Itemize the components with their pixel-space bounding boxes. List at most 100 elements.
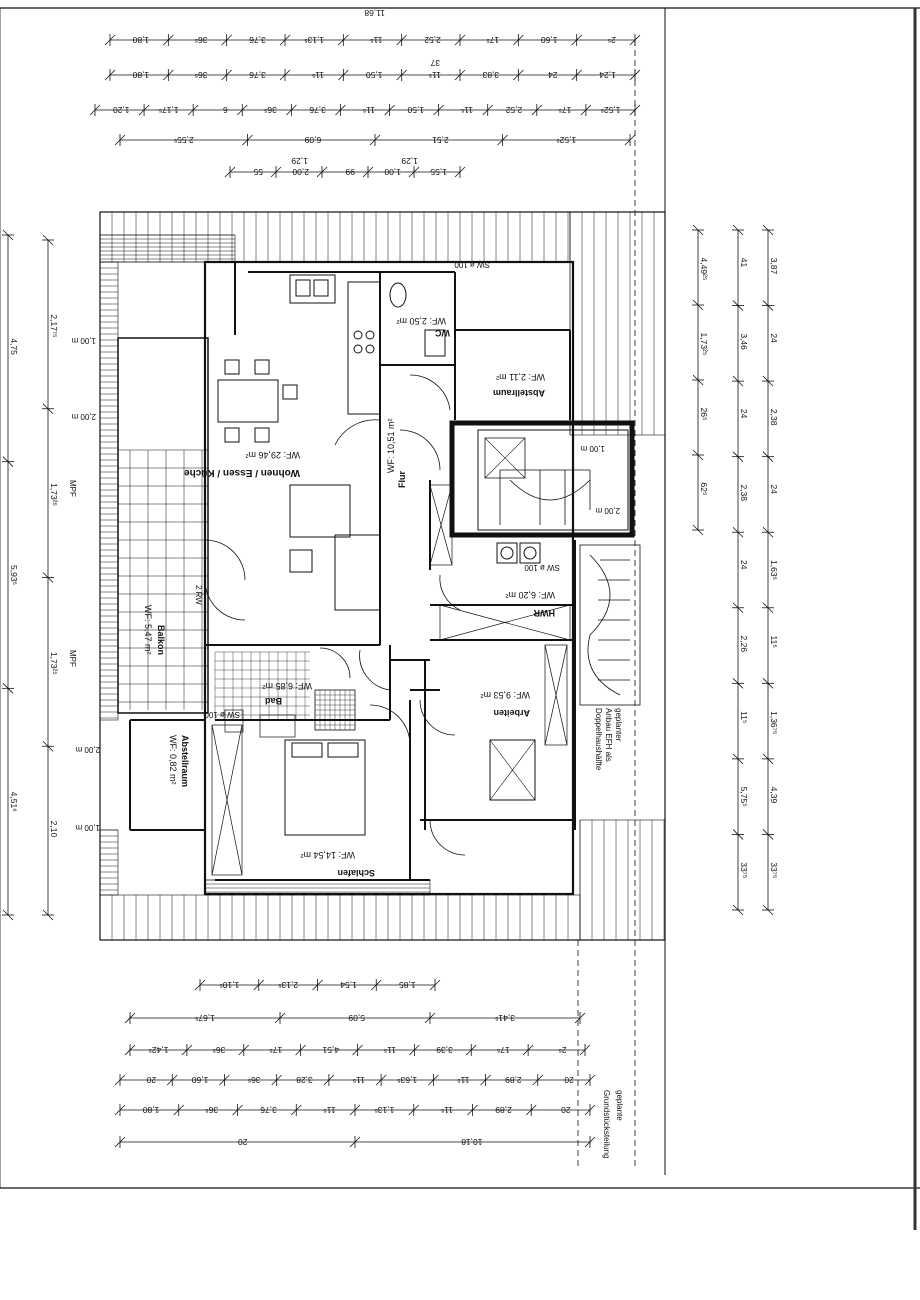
dim-top-chain-3: 1,17⁵ xyxy=(159,105,179,115)
dim-bottom-chain-5: 20 xyxy=(561,1105,571,1115)
dim-bottom-chain-1: 1,85 xyxy=(399,980,416,990)
dim-bottom-chain-4: 1,60 xyxy=(192,1075,209,1085)
dim-bottom-chain-2: 3,41⁵ xyxy=(495,1013,515,1023)
dim-bottom-chain-4: 11⁵ xyxy=(457,1075,469,1085)
dim-bottom-chain-3: 3,39 xyxy=(436,1045,453,1055)
dim-left-chain-2: 1,73²⁵ xyxy=(49,652,59,675)
label-h200-a: 2,00 m xyxy=(71,412,96,421)
dim-bottom-chain-5: 2,89 xyxy=(495,1105,512,1115)
room-arbeiten-name: Arbeiten xyxy=(493,708,530,718)
dim-bottom-chain-3: 11⁵ xyxy=(384,1045,396,1055)
dim-bottom-chain-4: 20 xyxy=(146,1075,156,1085)
room-bad-name: Bad xyxy=(265,696,282,706)
dim-right-chain-1: 11⁵ xyxy=(739,711,749,723)
dim-top-37: 37 xyxy=(430,58,440,68)
dim-bottom-chain-5: 11⁵ xyxy=(441,1105,453,1115)
dim-top-chain-3: 11⁵ xyxy=(461,105,473,115)
label-mpf-2: MPF xyxy=(68,650,77,667)
dim-top-chain-3: 3,76 xyxy=(309,105,326,115)
dim-right-chain-1: 41 xyxy=(739,258,749,268)
room-abstell2-area: WF: 0,82 m² xyxy=(168,735,178,785)
dim-top-chain-1: 3,76 xyxy=(249,35,266,45)
dim-top-chain-4: 2,51 xyxy=(432,135,449,145)
neighbour-stair xyxy=(579,544,641,706)
dimension-lines xyxy=(2,34,774,1148)
sheet-frame xyxy=(0,7,920,1230)
dim-right-chain-2: 1,36⁷⁵ xyxy=(769,711,779,734)
dim-right-chain-1: 2,26 xyxy=(739,636,749,653)
dim-right-inner: 62⁵ xyxy=(699,483,709,496)
dim-left-chain-2: 2,17⁷⁵ xyxy=(49,314,59,337)
room-abstell2-name: Abstellraum xyxy=(180,735,190,787)
dim-left-chain-1: 4,51⁶ xyxy=(9,792,19,812)
dim-left-chain-2: 1,73²⁵ xyxy=(49,483,59,506)
label-sw-hwr: SW ø 100 xyxy=(524,563,560,572)
room-arbeiten-area: WF: 9,53 m² xyxy=(480,690,530,700)
dim-bottom-chain-3: 17⁵ xyxy=(269,1045,282,1055)
dim-bottom-chain-1: 1,54 xyxy=(340,980,357,990)
dim-bottom-chain-6: 10,18 xyxy=(461,1137,483,1147)
wc-fixtures xyxy=(389,282,446,357)
dim-bottom-chain-2: 5,09 xyxy=(348,1013,365,1023)
hwr-appliances xyxy=(496,542,541,564)
label-neighbor-2: Anbau EFH als xyxy=(604,708,613,762)
wardrobes xyxy=(211,484,571,876)
room-flur-name: Flur xyxy=(397,471,407,488)
dim-top-chain-1: 2,52 xyxy=(424,35,441,45)
bath-tiles xyxy=(214,651,356,731)
label-h200-c: 2,00 m xyxy=(75,745,100,754)
label-rw: 2 RW xyxy=(194,585,203,605)
dim-bottom-chain-3: 17⁵ xyxy=(497,1045,510,1055)
dim-top-chain-1: 36⁵ xyxy=(195,35,208,45)
room-labels: Wohnen / Essen / Küche WF: 29,46 m² Flur… xyxy=(143,316,555,878)
dim-top-chain-4: 2,55⁵ xyxy=(174,135,194,145)
room-abstell1-area: WF: 2,11 m² xyxy=(496,372,545,382)
dim-right-chain-2: 24 xyxy=(769,484,779,494)
dim-left-chain-2: 2,10 xyxy=(49,821,59,838)
room-wc-area: WF: 2,50 m² xyxy=(396,316,446,326)
dim-top-chain-3: 36⁵ xyxy=(264,105,277,115)
dim-bottom-chain-5: 1,80 xyxy=(143,1105,160,1115)
dim-top-chain-2: 24 xyxy=(548,70,558,80)
dim-left-chain-1: 4,75 xyxy=(9,338,19,355)
dim-top-129-a: 1,29 xyxy=(291,156,308,166)
dim-right-chain-2: 4,39 xyxy=(769,787,779,804)
dim-bottom-chain-4: 36⁵ xyxy=(248,1075,261,1085)
dim-top-chain-5: 1,55 xyxy=(430,167,447,177)
dim-bottom-chain-4: 3,28 xyxy=(296,1075,313,1085)
room-balkon-name: Balkon xyxy=(156,625,166,655)
dim-top-chain-3: 2,52 xyxy=(505,105,522,115)
dim-bottom-chain-5: 1,13⁵ xyxy=(374,1105,394,1115)
roof-hatch-right xyxy=(569,211,666,941)
room-hwr-area: WF: 6,20 m² xyxy=(505,590,555,600)
dim-top-chain-2: 3,76 xyxy=(249,70,266,80)
dim-bottom-chain-1: 1,10⁵ xyxy=(219,980,239,990)
dim-right-chain-2: 33⁷⁵ xyxy=(769,862,779,878)
dim-top-chain-1: 11⁵ xyxy=(370,35,382,45)
dim-right-chain-1: 33⁷⁵ xyxy=(739,862,749,878)
dim-top-129-b: 1,29 xyxy=(401,156,418,166)
dim-right-chain-2: 2,38 xyxy=(769,409,779,426)
dim-right-chain-2: 1,63⁵ xyxy=(769,560,779,580)
kitchen-fixtures xyxy=(289,274,381,415)
dim-top-chain-1: 17⁵ xyxy=(486,35,499,45)
dim-right-inner: 4,49²⁵ xyxy=(699,258,709,281)
dim-top-chain-2: 1,50 xyxy=(366,70,383,80)
label-mpf-1: MPF xyxy=(68,480,77,497)
dim-top-chain-3: 11⁵ xyxy=(363,105,375,115)
dim-top-chain-3: 17⁵ xyxy=(558,105,571,115)
room-schlafen-name: Schlafen xyxy=(337,868,375,878)
room-wohnen-name: Wohnen / Essen / Küche xyxy=(184,467,300,478)
desk xyxy=(489,739,536,801)
dim-bottom-chain-5: 36⁵ xyxy=(205,1105,218,1115)
dim-right-chain-1: 2,38 xyxy=(739,484,749,501)
dim-right-inner: 1,73²⁵ xyxy=(699,333,709,356)
room-bad-area: WF: 6,85 m² xyxy=(262,681,312,691)
dim-top-chain-3: 1,50 xyxy=(407,105,424,115)
room-balkon-area: WF: 5,47 m² xyxy=(143,605,153,655)
dim-top-chain-5: 1,00 xyxy=(384,167,401,177)
room-flur-area: WF: 10,51 m² xyxy=(386,418,396,473)
roof-hatch-bottom xyxy=(99,879,581,941)
dim-top-chain-5: 2,00 xyxy=(292,167,309,177)
